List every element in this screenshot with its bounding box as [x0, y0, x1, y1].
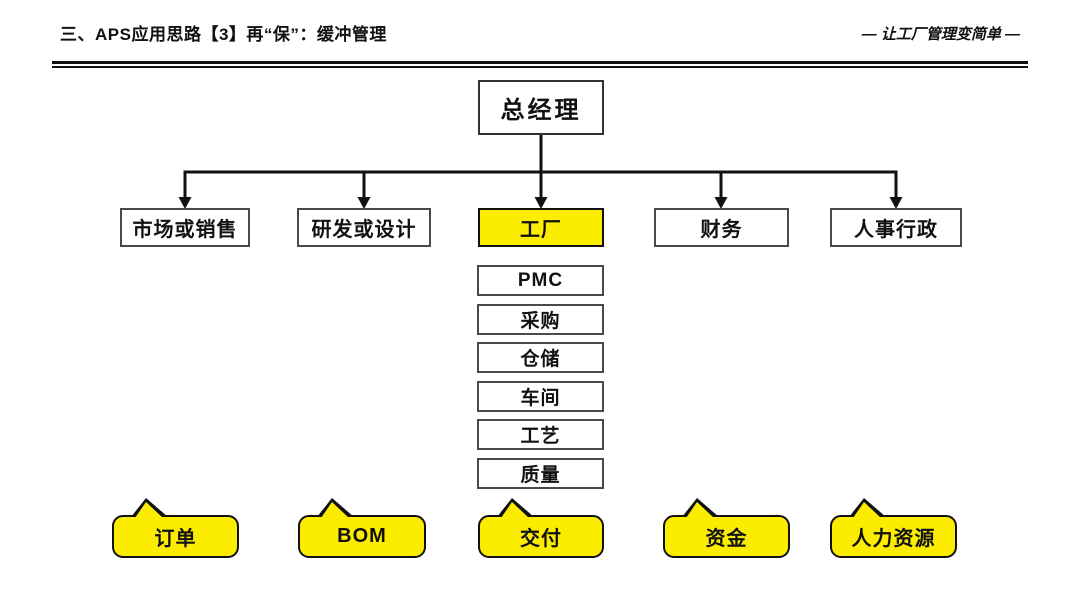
dept-box-marketing-sales: 市场或销售: [120, 208, 250, 247]
buffer-label: 交付: [520, 528, 562, 550]
buffer-tag-delivery: 交付: [478, 498, 604, 558]
sub-label: 质量: [520, 465, 561, 486]
sub-box-process: 工艺: [477, 419, 604, 450]
sub-box-warehouse: 仓储: [477, 342, 604, 373]
buffer-tag-order: 订单: [112, 498, 239, 558]
dept-label: 市场或销售: [132, 219, 238, 241]
buffer-tag-human-resources: 人力资源: [830, 498, 957, 558]
dept-label: 研发或设计: [311, 219, 417, 241]
buffer-label: 订单: [154, 528, 197, 550]
root-box-general-manager: 总经理: [478, 80, 604, 135]
dept-box-rnd-design: 研发或设计: [297, 208, 431, 247]
header-divider: [52, 61, 1028, 68]
sub-box-quality: 质量: [477, 458, 604, 489]
dept-box-finance: 财务: [654, 208, 789, 247]
dept-label: 财务: [700, 219, 743, 241]
slide-title: 三、APS应用思路【3】再“保”：缓冲管理: [60, 25, 387, 44]
sub-label: 工艺: [520, 426, 561, 447]
buffer-tag-bom: BOM: [298, 498, 426, 558]
sub-box-purchasing: 采购: [477, 304, 604, 335]
slide-slogan: — 让工厂管理变简单 —: [861, 26, 1020, 43]
dept-label: 工厂: [520, 219, 562, 241]
buffer-label: 资金: [705, 528, 748, 550]
dept-box-factory: 工厂: [478, 208, 604, 247]
sub-label: 车间: [520, 388, 561, 409]
dept-label: 人事行政: [854, 219, 938, 241]
dept-box-hr-admin: 人事行政: [830, 208, 962, 247]
sub-box-pmc: PMC: [477, 265, 604, 296]
sub-label: 采购: [520, 311, 561, 332]
sub-label: 仓储: [520, 349, 561, 370]
sub-label: PMC: [517, 269, 564, 291]
root-box-label: 总经理: [500, 97, 582, 124]
buffer-tag-capital: 资金: [663, 498, 790, 558]
buffer-label: 人力资源: [851, 528, 936, 550]
buffer-label: BOM: [337, 525, 387, 547]
sub-box-workshop: 车间: [477, 381, 604, 412]
